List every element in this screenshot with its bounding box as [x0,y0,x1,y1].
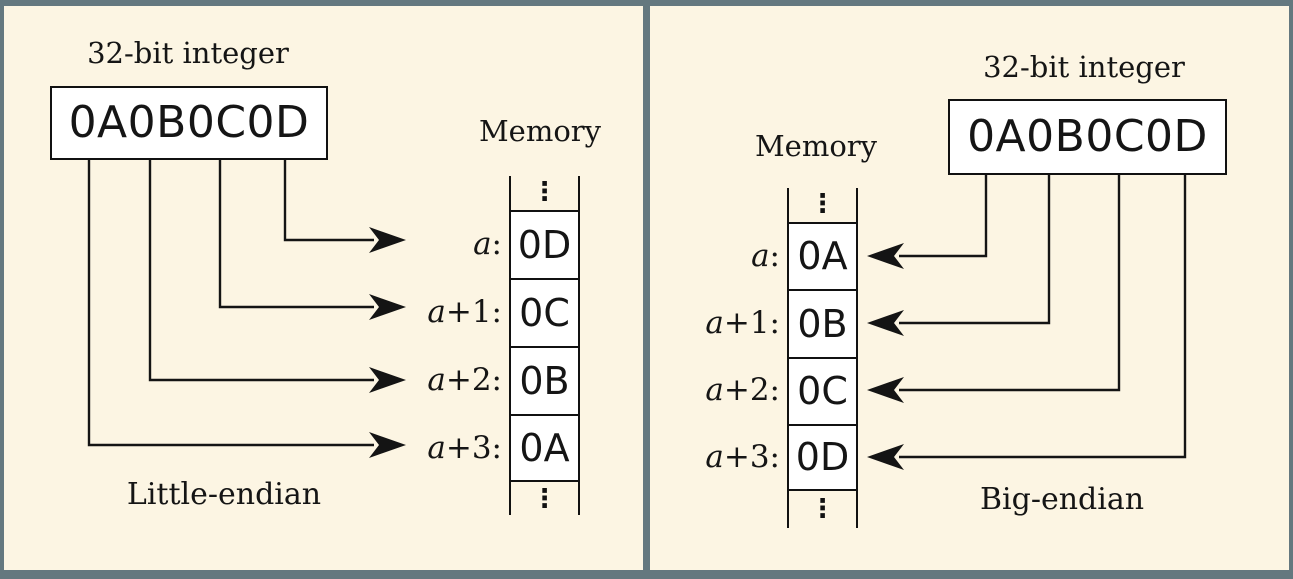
memory-cell: 0D [789,424,856,491]
address-label: a+1: [427,294,502,330]
right-memory-label: Memory [754,129,878,163]
left-title: 32-bit integer [87,36,289,70]
address-label: a: [751,238,780,274]
address-label: a+1: [705,305,780,341]
right-integer-box: 0A0B0C0D [948,99,1227,175]
memory-cell: 0C [789,357,856,424]
address-label: a+3: [427,430,502,466]
right-memory-column [787,188,858,528]
right-endian-label: Big-endian [979,482,1145,517]
memory-cell: 0C [511,278,578,346]
right-ellipsis-top: ⋮ [809,189,836,219]
right-ellipsis-bottom: ⋮ [809,494,836,524]
left-integer-box: 0A0B0C0D [50,86,328,160]
memory-cell: 0B [511,346,578,414]
memory-cell: 0A [789,222,856,289]
left-memory-label: Memory [478,114,602,148]
left-memory-column [509,176,580,515]
right-title: 32-bit integer [983,50,1185,84]
memory-cell: 0B [789,289,856,357]
left-ellipsis-top: ⋮ [531,177,558,207]
memory-cell: 0A [511,414,578,482]
memory-cell: 0D [511,210,578,278]
address-label: a+3: [705,439,780,475]
address-label: a: [473,226,502,262]
address-label: a+2: [705,372,780,408]
address-label: a+2: [427,362,502,398]
left-endian-label: Little-endian [126,477,322,512]
left-ellipsis-bottom: ⋮ [531,484,558,514]
